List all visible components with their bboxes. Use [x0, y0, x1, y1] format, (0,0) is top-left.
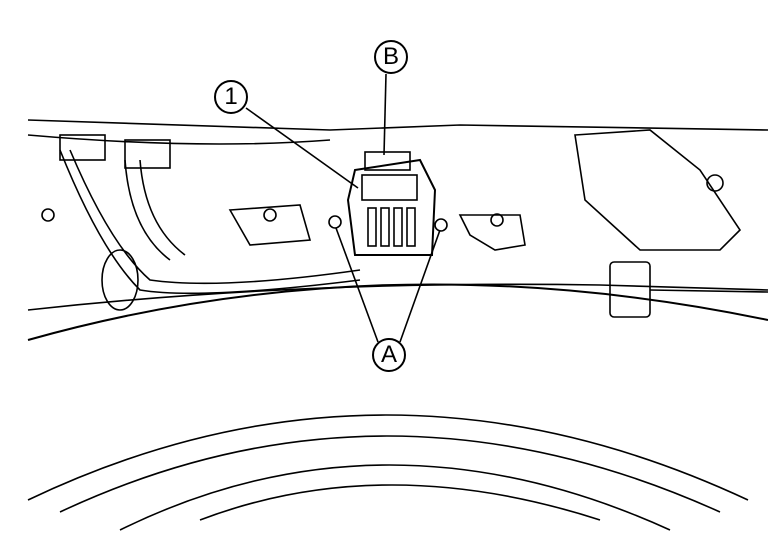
bolt — [41, 208, 55, 222]
tire-arc-4 — [199, 484, 601, 521]
callout-1: 1 — [214, 80, 248, 114]
upper-arc — [27, 283, 768, 341]
bracket-right — [458, 214, 526, 251]
bolt — [490, 213, 504, 227]
sensor-body — [346, 158, 437, 256]
bolt-a-right — [434, 218, 448, 232]
tire-arc-3 — [119, 464, 671, 531]
tire-arc-2 — [59, 435, 721, 513]
harness-2 — [69, 149, 361, 285]
frame-top — [27, 119, 768, 131]
sensor-top — [361, 174, 418, 201]
bolt — [263, 208, 277, 222]
callout-a: A — [372, 338, 406, 372]
sensor-fins — [367, 207, 416, 247]
harness-3 — [124, 159, 171, 261]
bracket — [228, 204, 312, 246]
bolt-a-left — [328, 215, 342, 229]
leader-b — [383, 73, 387, 156]
sensor-connector — [364, 151, 411, 171]
harness-right — [649, 289, 768, 293]
frame-top-2 — [27, 134, 331, 145]
connector-left-1 — [59, 134, 106, 161]
harness-4 — [139, 159, 186, 256]
connector-right — [609, 261, 651, 318]
grommet — [101, 249, 139, 311]
tire-arc-1 — [27, 414, 749, 501]
bolt-right — [706, 174, 724, 192]
callout-b: B — [374, 40, 408, 74]
harness-1 — [59, 149, 361, 295]
leader-1 — [245, 107, 359, 189]
leader-a-right — [399, 229, 441, 343]
relay-box — [574, 129, 742, 251]
connector-left-2 — [124, 139, 171, 169]
leader-a-left — [335, 227, 379, 343]
